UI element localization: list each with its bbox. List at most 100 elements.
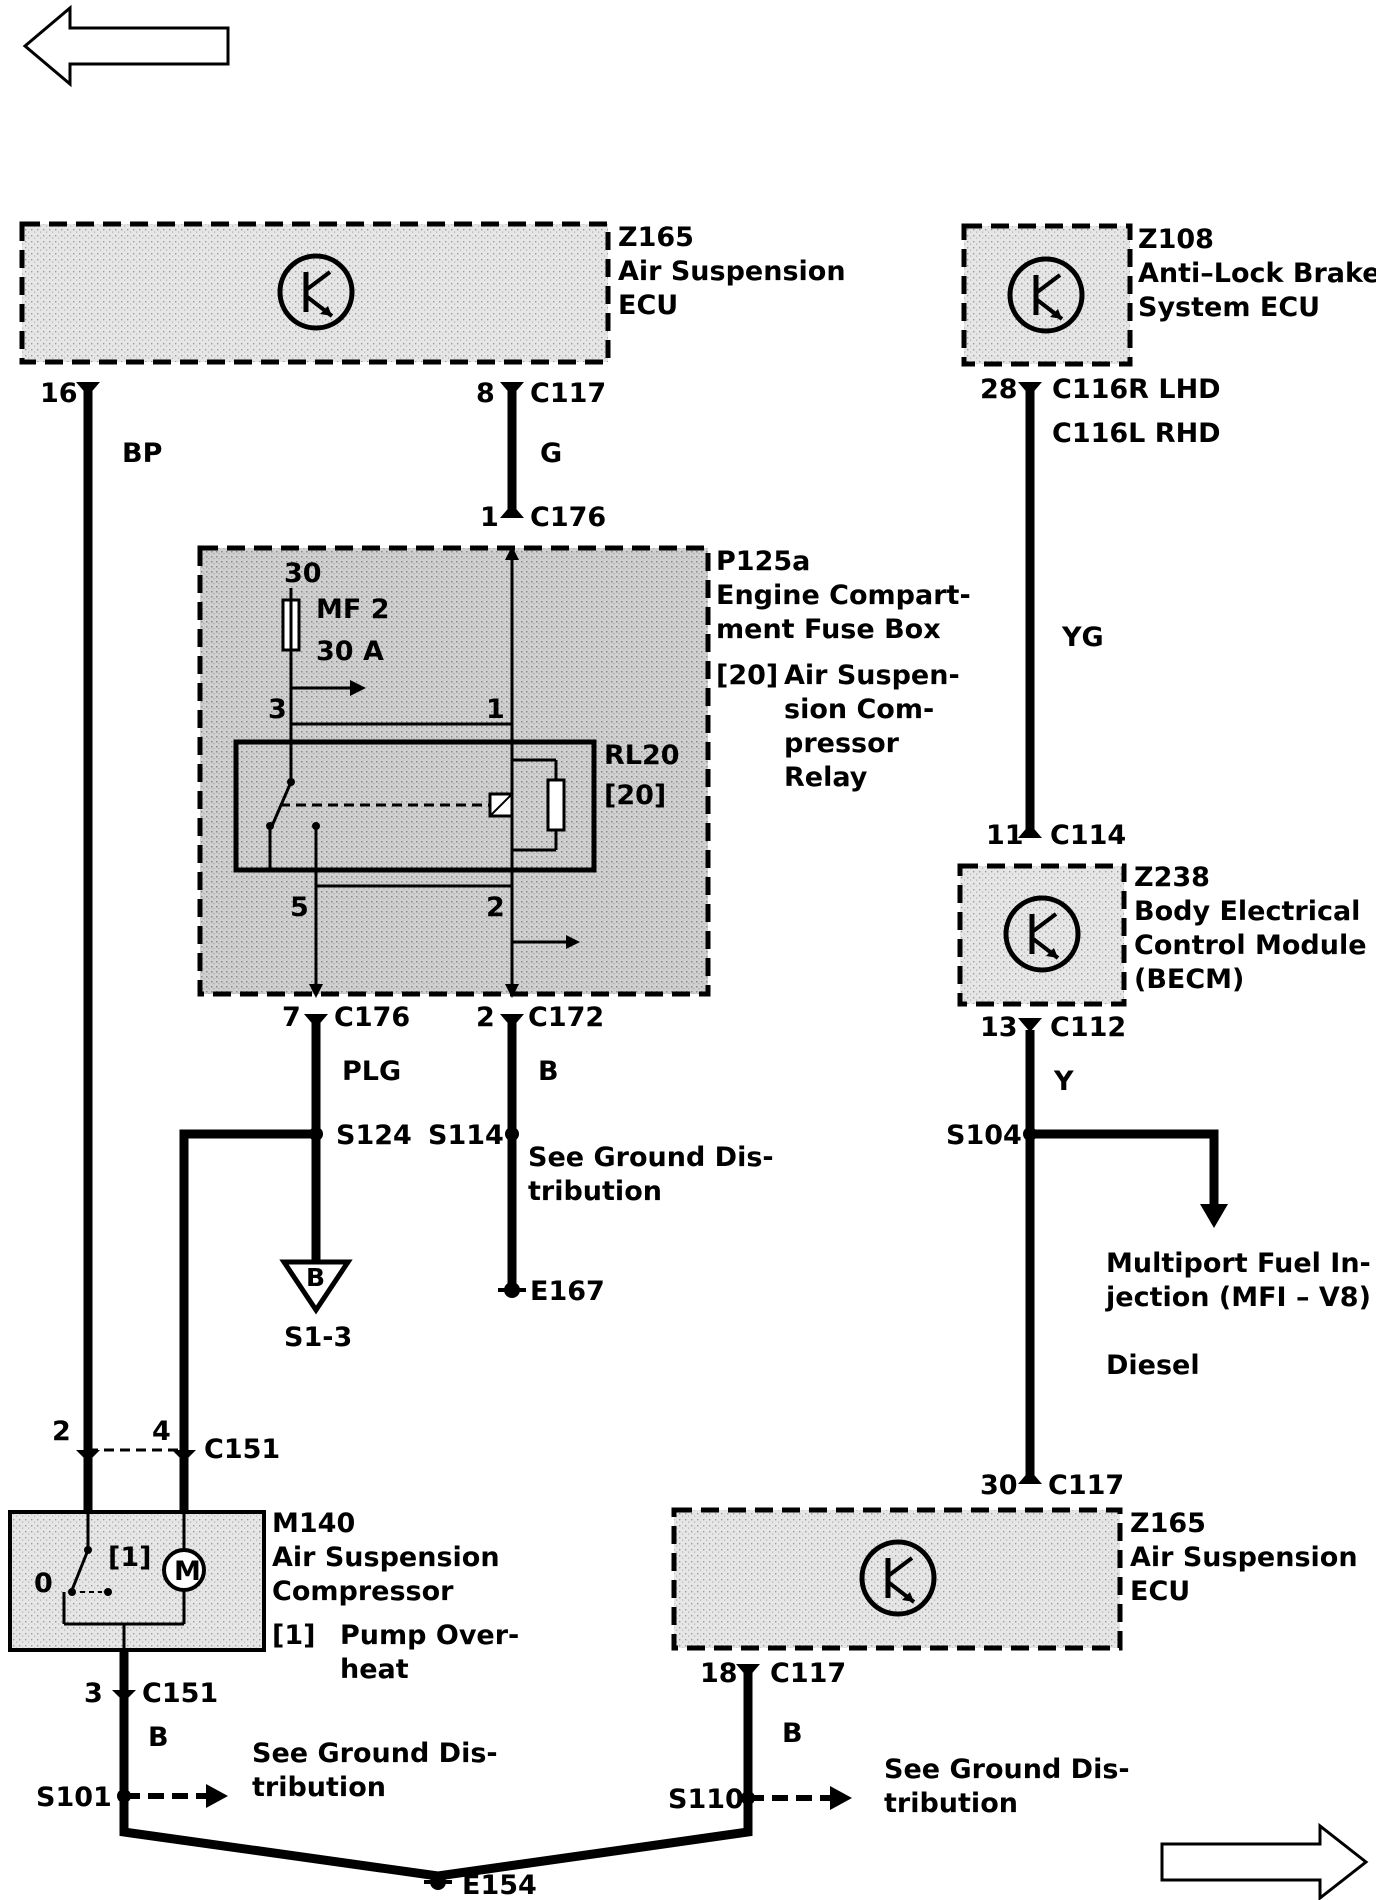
p125a-relay-ref: [20] [716,660,778,691]
splice-s110: S110 [668,1784,744,1815]
pin-3-c151: 3 [84,1678,103,1709]
connector-c112: C112 [1050,1012,1126,1043]
p125a-id: P125a [716,546,810,577]
z238-name3: (BECM) [1134,964,1244,995]
pin-2-c172: 2 [476,1002,495,1033]
offpage-letter: B [306,1263,325,1292]
z165-bottom-ecu [671,1507,1123,1651]
fuse-box-pin-2: 2 [486,892,505,923]
pin-18: 18 [700,1658,738,1689]
diesel-ref[interactable]: Diesel [1106,1350,1200,1381]
connector-c117-bottom: C117 [770,1658,846,1689]
connector-c116l: C116L RHD [1052,418,1221,449]
mfi-ref-line1[interactable]: Multiport Fuel In- [1106,1248,1371,1279]
fuse-rating: 30 A [316,636,384,667]
ground-dist-ref-1-line2[interactable]: tribution [528,1176,662,1207]
wire-g: G [540,438,562,469]
fuse-pin: 30 [284,558,322,589]
z165-bottom-name2: ECU [1130,1576,1190,1607]
connector-c116r: C116R LHD [1052,374,1221,405]
m140-note2: heat [340,1654,409,1685]
z165-bottom-id: Z165 [1130,1508,1206,1539]
wire-yg: YG [1061,622,1104,653]
z165-top-ecu [19,221,611,365]
m140-name2: Compressor [272,1576,454,1607]
splice-s124: S124 [336,1120,412,1151]
wire-bp: BP [122,438,162,469]
wires [83,388,1219,1881]
ground-dist-ref-1-line1[interactable]: See Ground Dis- [528,1142,774,1173]
splice-s104: S104 [946,1120,1022,1151]
pin-2-c151: 2 [52,1416,71,1447]
mfi-arrow-icon [1200,1204,1228,1228]
z108-name1: Anti–Lock Brake [1138,258,1376,289]
connector-c151-top: C151 [204,1434,280,1465]
pin-7: 7 [282,1002,301,1033]
motor-symbol: M [174,1556,201,1587]
fuse-name: MF 2 [316,594,390,625]
wire-b-z165: B [782,1718,803,1749]
pin-30: 30 [980,1470,1018,1501]
p125a-name2: ment Fuse Box [716,614,941,645]
ground-dist-ref-3-line2[interactable]: tribution [884,1788,1018,1819]
z238-name2: Control Module [1134,930,1367,961]
ground-ref-lines [88,1134,836,1801]
p125a-relay2: sion Com- [784,694,934,725]
ground-e167-icon [498,1282,526,1298]
offpage-connector [279,1259,353,1315]
z108-name2: System ECU [1138,292,1320,323]
fuse-box-pin-1: 1 [486,694,505,725]
pin-11: 11 [986,820,1024,851]
pin-16: 16 [40,378,78,409]
relay-id: RL20 [604,740,680,771]
mfi-ref-line2[interactable]: jection (MFI – V8) [1105,1282,1371,1313]
wire-y: Y [1053,1066,1074,1097]
relay-ref: [20] [604,780,666,811]
pin-28: 28 [980,374,1018,405]
connector-c176-bottom: C176 [334,1002,410,1033]
p125a-relay4: Relay [784,762,868,793]
fuse-box-pin-5: 5 [290,892,309,923]
z165-top-id: Z165 [618,222,694,253]
p125a-relay3: pressor [784,728,900,759]
connector-c117-top: C117 [530,378,606,409]
z238-name1: Body Electrical [1134,896,1360,927]
z238-id: Z238 [1134,862,1210,893]
m140-name1: Air Suspension [272,1542,500,1573]
splice-s114: S114 [428,1120,504,1151]
z238-becm [957,863,1127,1007]
switch-ref: [1] [108,1542,151,1573]
switch-position: 0 [34,1568,53,1599]
ground-e154-icon [424,1874,452,1890]
connector-c114: C114 [1050,820,1126,851]
ground-dist-ref-2-line2[interactable]: tribution [252,1772,386,1803]
wire-b-m140: B [148,1722,169,1753]
m140-id: M140 [272,1508,355,1539]
z165-top-name1: Air Suspension [618,256,846,287]
connector-c172: C172 [528,1002,604,1033]
z165-bottom-name1: Air Suspension [1130,1542,1358,1573]
ground-dist-ref-3-line1[interactable]: See Ground Dis- [884,1754,1130,1785]
splice-s101: S101 [36,1782,112,1813]
ground-ref-arrow-icon [830,1786,852,1810]
ground-ref-arrow-icon [206,1784,228,1808]
m140-note-ref: [1] [272,1620,315,1651]
ground-e167: E167 [530,1276,605,1307]
back-arrow-icon[interactable] [22,4,230,88]
wire-plg: PLG [342,1056,401,1087]
z165-top-name2: ECU [618,290,678,321]
connector-c151-bottom: C151 [142,1678,218,1709]
p125a-name1: Engine Compart- [716,580,971,611]
m140-note1: Pump Over- [340,1620,519,1651]
ground-e154: E154 [462,1870,537,1900]
wire-b-c172: B [538,1056,559,1087]
connector-c117-mid: C117 [1048,1470,1124,1501]
pin-1-c176: 1 [480,502,499,533]
fuse-box-pin-3: 3 [268,694,287,725]
forward-arrow-icon[interactable] [1160,1822,1369,1900]
m140-compressor [8,1510,266,1652]
pin-13: 13 [980,1012,1018,1043]
ground-dist-ref-2-line1[interactable]: See Ground Dis- [252,1738,498,1769]
p125a-relay1: Air Suspen- [784,660,960,691]
